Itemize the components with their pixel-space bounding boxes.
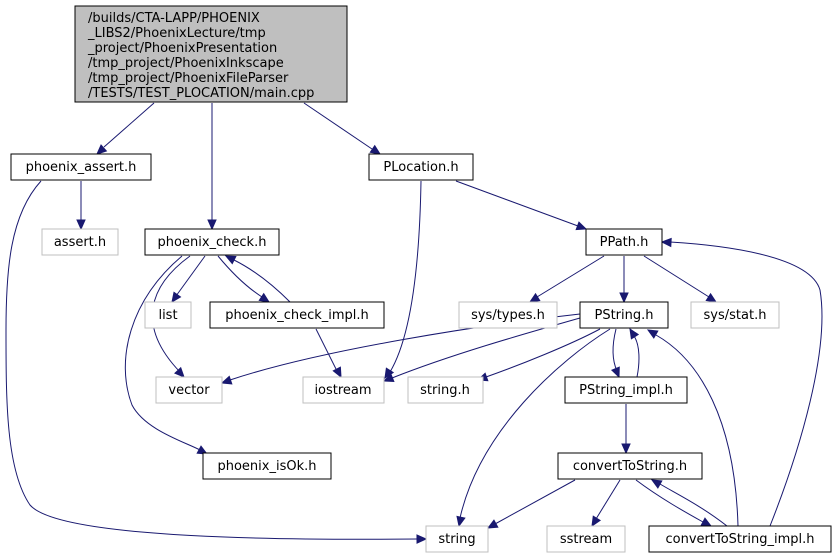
node-plocation-h[interactable]: PLocation.h: [368, 153, 474, 181]
node-pstring-h[interactable]: PString.h: [579, 301, 669, 329]
node-vector-label: vector: [168, 383, 210, 398]
node-string: string: [425, 525, 489, 553]
edge-impl-to-pstring: [655, 334, 739, 527]
node-converttostring-h-label: convertToString.h: [573, 459, 687, 474]
node-list-label: list: [158, 308, 177, 323]
edge-pstring-impl-to-pstring-arrowhead: [629, 327, 640, 340]
edge-phoenix-assert-to-string-arrowhead: [416, 534, 428, 544]
node-string-h-label: string.h: [420, 383, 470, 398]
node-converttostring-impl-h[interactable]: convertToString_impl.h: [648, 525, 832, 553]
edge-impl-to-ppath-arrowhead: [660, 237, 672, 248]
edge-pstring-impl-to-converttostring-arrowhead: [621, 443, 631, 455]
edge-phoenix-check-to-isok-arrowhead: [196, 445, 209, 455]
edge-phoenix-check-to-impl: [217, 255, 263, 298]
node-iostream-label: iostream: [314, 383, 371, 398]
node-phoenix-check-h-label: phoenix_check.h: [158, 235, 267, 250]
node-ppath-h[interactable]: PPath.h: [585, 228, 663, 256]
edge-phoenix-assert-to-assert-arrowhead: [76, 219, 86, 231]
edge-plocation-to-iostream: [389, 180, 422, 373]
node-phoenix-check-impl-h[interactable]: phoenix_check_impl.h: [209, 301, 385, 329]
edge-main-to-phoenix-assert-arrowhead: [96, 144, 108, 155]
edge-pstring-to-string: [459, 328, 611, 519]
node-vector: vector: [155, 376, 223, 404]
edge-ppath-to-sys-types: [536, 255, 605, 298]
node-main-cpp-line-6: /TESTS/TEST_PLOCATION/main.cpp: [88, 86, 314, 101]
edge-ppath-to-sys-stat: [643, 255, 710, 298]
node-pstring-h-label: PString.h: [594, 308, 653, 323]
node-main-cpp-line-1: /builds/CTA-LAPP/PHOENIX: [88, 11, 260, 26]
edge-phoenix-check-to-list-arrowhead: [171, 291, 182, 304]
edge-converttostring-to-sstream: [595, 479, 621, 520]
node-sys-types-h: sys/types.h: [458, 301, 558, 329]
node-ppath-h-label: PPath.h: [600, 235, 649, 250]
node-converttostring-h[interactable]: convertToString.h: [557, 452, 703, 480]
edge-main-to-plocation-arrowhead: [369, 144, 382, 155]
node-sys-stat-h-label: sys/stat.h: [704, 308, 767, 323]
node-converttostring-impl-h-label: convertToString_impl.h: [666, 532, 815, 547]
edge-pstring-to-iostream: [391, 317, 581, 379]
edge-pstring-to-string-h: [485, 328, 601, 378]
edge-impl-to-phoenix-check: [233, 259, 291, 303]
edge-impl-to-phoenix-check-arrowhead: [224, 255, 237, 265]
node-sstream-label: sstream: [560, 532, 612, 547]
edge-main-to-plocation: [303, 102, 373, 150]
edge-pstring-to-vector-arrowhead: [220, 375, 233, 385]
edge-phoenix-check-to-isok: [124, 255, 201, 451]
edge-plocation-to-ppath: [455, 180, 579, 227]
edge-impl-to-converttostring-arrowhead: [650, 479, 663, 489]
node-phoenix-check-h[interactable]: phoenix_check.h: [144, 228, 280, 256]
edge-phoenix-check-to-impl-arrowhead: [258, 292, 271, 303]
node-phoenix-assert-h-label: phoenix_assert.h: [26, 160, 137, 175]
node-phoenix-check-impl-h-label: phoenix_check_impl.h: [225, 308, 369, 323]
edge-plocation-to-ppath-arrowhead: [575, 221, 588, 231]
edge-pstring-to-iostream-arrowhead: [382, 373, 395, 382]
edge-main-to-phoenix-check-arrowhead: [207, 219, 217, 231]
edge-ppath-to-sys-stat-arrowhead: [705, 292, 718, 303]
node-list: list: [144, 301, 192, 329]
node-sys-stat-h: sys/stat.h: [690, 301, 780, 329]
node-phoenix-isok-h[interactable]: phoenix_isOk.h: [202, 452, 332, 480]
edge-ppath-to-sys-types-arrowhead: [528, 292, 541, 303]
edge-phoenix-check-to-list: [175, 255, 206, 297]
edge-ppath-to-pstring-arrowhead: [619, 292, 629, 304]
edge-pstring-impl-to-pstring: [633, 335, 640, 378]
edge-main-to-phoenix-assert: [103, 102, 155, 148]
edge-pstring-to-pstring-impl: [612, 328, 618, 372]
node-sstream: sstream: [546, 525, 626, 553]
edge-impl-to-pstring-arrowhead: [646, 329, 659, 339]
node-iostream: iostream: [302, 376, 385, 404]
node-string-h: string.h: [407, 376, 484, 404]
node-pstring-impl-h[interactable]: PString_impl.h: [564, 376, 688, 404]
edge-converttostring-to-impl-arrowhead: [700, 517, 713, 527]
edge-converttostring-to-impl: [635, 479, 704, 523]
edge-check-impl-to-iostream-arrowhead: [332, 366, 342, 379]
edge-converttostring-to-string: [494, 479, 576, 525]
node-assert-h: assert.h: [41, 228, 119, 256]
node-main-cpp-line-5: /tmp_project/PhoenixFileParser: [88, 71, 289, 86]
edge-converttostring-to-string-arrowhead: [486, 519, 499, 529]
node-main-cpp[interactable]: /builds/CTA-LAPP/PHOENIX _LIBS2/PhoenixL…: [74, 5, 348, 103]
edge-converttostring-to-sstream-arrowhead: [591, 515, 602, 528]
node-sys-types-h-label: sys/types.h: [471, 308, 545, 323]
edge-impl-to-ppath: [669, 241, 823, 527]
edge-pstring-to-pstring-impl-arrowhead: [610, 366, 620, 379]
node-plocation-h-label: PLocation.h: [383, 160, 458, 175]
node-pstring-impl-h-label: PString_impl.h: [579, 383, 673, 398]
node-string-label: string: [438, 532, 475, 547]
edge-check-impl-to-iostream: [315, 328, 338, 372]
node-main-cpp-line-3: _project/PhoenixPresentation: [87, 41, 277, 56]
edge-phoenix-check-to-vector-arrowhead: [174, 366, 185, 378]
node-assert-h-label: assert.h: [54, 235, 106, 250]
edge-phoenix-assert-to-string: [5, 180, 419, 540]
edge-impl-to-converttostring: [659, 483, 728, 527]
node-main-cpp-line-2: _LIBS2/PhoenixLecture/tmp: [87, 26, 266, 41]
node-main-cpp-line-4: /tmp_project/PhoenixInkscape: [88, 56, 284, 71]
node-phoenix-assert-h[interactable]: phoenix_assert.h: [10, 153, 152, 181]
edge-pstring-to-string-arrowhead: [456, 515, 466, 528]
node-phoenix-isok-h-label: phoenix_isOk.h: [217, 459, 316, 474]
